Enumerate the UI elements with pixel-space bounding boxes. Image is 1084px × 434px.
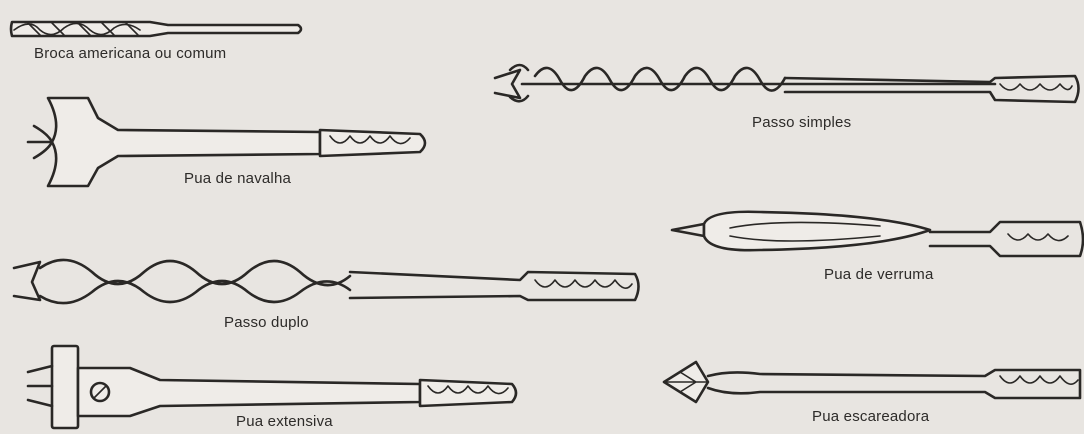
passo-simples-drawing [495, 65, 1079, 102]
label-passo-duplo: Passo duplo [224, 314, 309, 331]
label-passo-simples: Passo simples [752, 114, 851, 131]
broca-americana-drawing [11, 22, 301, 36]
label-pua-de-navalha: Pua de navalha [184, 170, 291, 187]
pua-de-verruma-drawing [672, 212, 1083, 256]
passo-duplo-drawing [14, 260, 639, 303]
label-broca-americana: Broca americana ou comum [34, 45, 226, 62]
label-pua-de-verruma: Pua de verruma [824, 266, 934, 283]
label-pua-escareadora: Pua escareadora [812, 408, 929, 425]
pua-escareadora-drawing [664, 362, 1080, 402]
label-pua-extensiva: Pua extensiva [236, 413, 333, 430]
